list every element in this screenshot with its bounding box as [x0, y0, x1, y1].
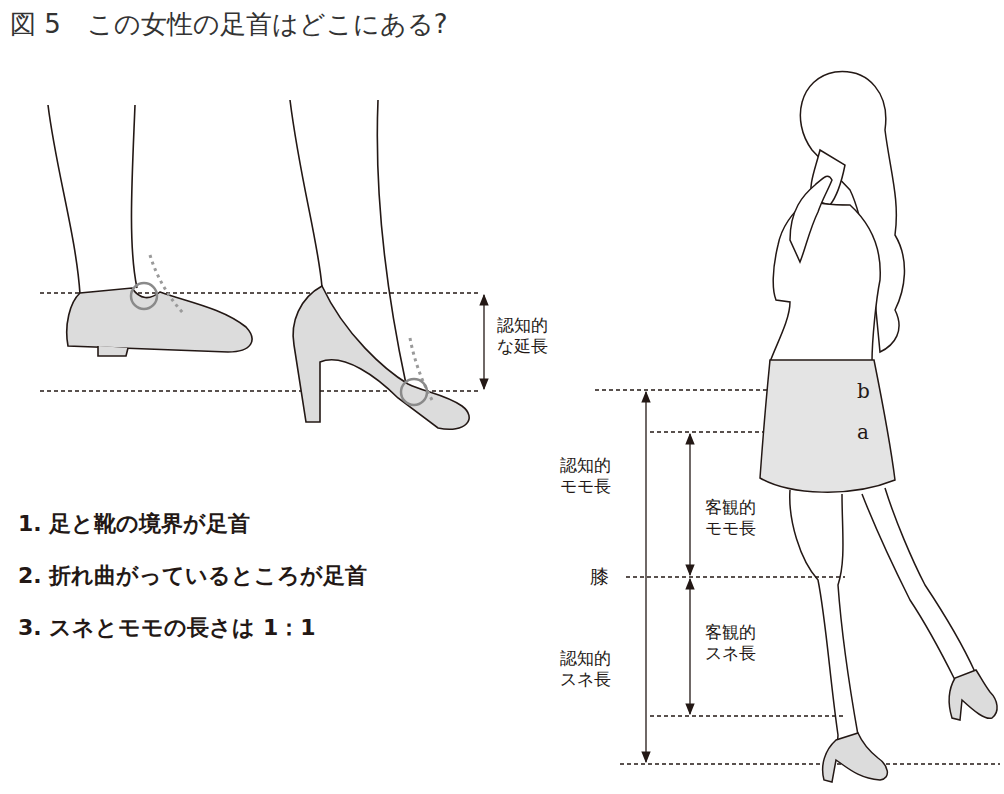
high-heel	[293, 286, 469, 429]
shoe-heel	[98, 346, 128, 356]
list-note: 1. 足と靴の境界が足首	[18, 510, 250, 538]
dimension-label: 客観的モモ長	[705, 497, 759, 540]
ankle-circle	[401, 379, 427, 405]
raised-arm	[790, 176, 832, 262]
level-letter: b	[857, 379, 870, 404]
ankle-circle	[131, 283, 157, 309]
dashed-guide	[626, 576, 845, 577]
figure-title: 図 5 この女性の足首はどこにある?	[10, 8, 448, 41]
dashed-guide	[620, 763, 1000, 764]
heel-shoe-figure	[290, 100, 469, 429]
woman-figure	[760, 72, 997, 782]
dimension-label: 認知的な延長	[497, 315, 551, 358]
dotted-bend	[410, 338, 432, 400]
dimension-arrow	[689, 579, 690, 714]
dimension-label: 認知的スネ長	[560, 648, 614, 691]
dimension-arrow	[689, 434, 690, 575]
flat-shoe-figure	[48, 105, 252, 356]
skirt	[760, 360, 895, 492]
front-high-heel	[823, 733, 888, 782]
flat-shoe	[67, 288, 252, 352]
back-high-heel	[949, 670, 997, 720]
front-leg	[790, 490, 858, 752]
list-note: 3. スネとモモの長さは 1：1	[18, 614, 316, 642]
leg-line	[290, 100, 322, 287]
dimension-arrow	[645, 392, 646, 762]
dimension-arrow	[483, 295, 484, 389]
blouse	[770, 200, 880, 362]
dashed-guide	[650, 715, 845, 716]
leg-line	[48, 105, 80, 294]
dimension-label: 客観的スネ長	[705, 622, 759, 665]
back-leg	[862, 488, 975, 680]
dimension-label: 認知的モモ長	[560, 455, 614, 498]
dotted-bend	[150, 255, 184, 314]
list-note: 2. 折れ曲がっているところが足首	[18, 562, 367, 590]
leg-line	[131, 105, 137, 288]
level-letter: a	[857, 420, 869, 445]
knee-label: 膝	[590, 565, 609, 589]
leg-line	[377, 100, 406, 384]
